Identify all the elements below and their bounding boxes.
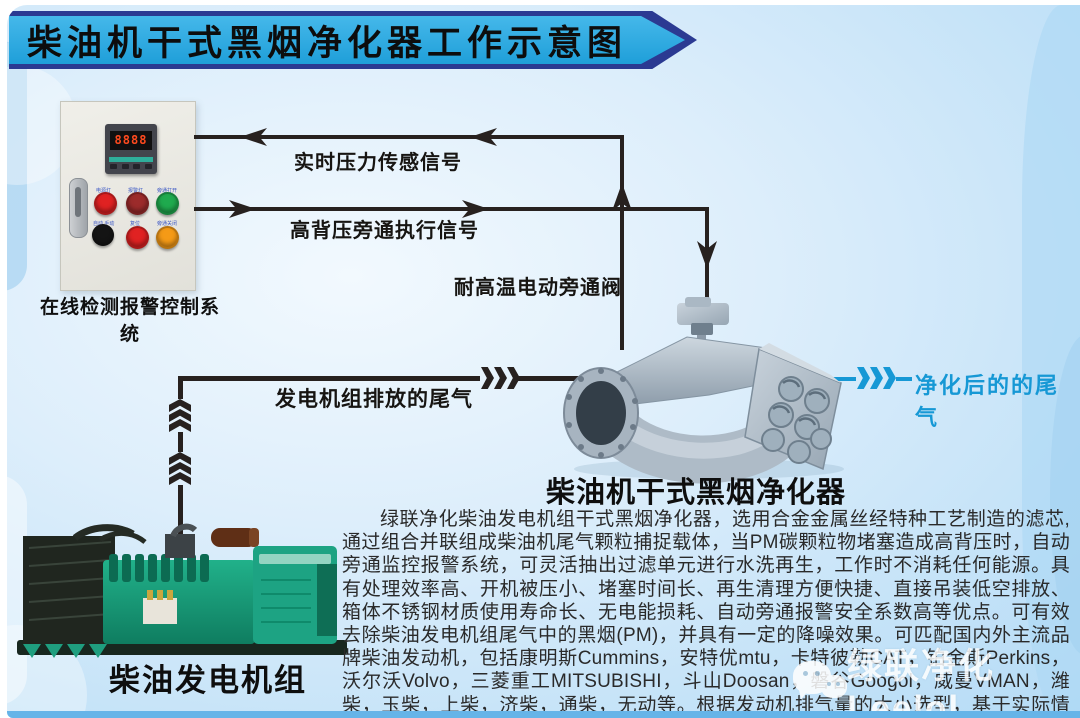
button-label: 复位	[130, 221, 141, 227]
panel-handle	[69, 178, 88, 238]
bypass-exec-wire	[194, 207, 709, 211]
pressure-signal-wire	[194, 135, 624, 139]
exhaust-pipe-horizontal	[178, 376, 480, 381]
chevron-up-icon	[169, 419, 191, 432]
clean-exhaust-line	[896, 377, 912, 381]
control-panel: 8888 电源灯 报警灯 旁通打开 自动 手动 复位 旁通关闭	[60, 101, 196, 291]
page-title: 柴油机干式黑烟净化器工作示意图	[26, 23, 627, 63]
chevron-right-icon	[494, 367, 507, 389]
generator-illustration	[17, 523, 347, 658]
chevron-up-icon	[169, 472, 191, 485]
poster-stage: 柴油机干式黑烟净化器工作示意图 8888 电源灯 报警灯 旁通打开 自动 手动 …	[7, 5, 1080, 718]
alarm-light-button	[126, 192, 149, 215]
chevron-right-icon	[857, 367, 870, 389]
control-panel-caption: 在线检测报警控制系统	[39, 297, 220, 345]
exhaust-pipe-horizontal	[515, 376, 599, 381]
exhaust-in-label: 发电机组排放的尾气	[275, 388, 473, 411]
purifier-illustration	[563, 297, 844, 484]
title-banner: 柴油机干式黑烟净化器工作示意图	[9, 11, 697, 69]
bypass-close-button	[156, 226, 179, 249]
pressure-display: 8888	[105, 124, 157, 174]
pressure-signal-label: 实时压力传感信号	[294, 152, 462, 174]
generator-caption: 柴油发电机组	[109, 663, 307, 698]
chevron-right-icon	[481, 367, 494, 389]
watermark-text: 绿联净化Leelol	[846, 647, 995, 718]
exhaust-pipe-vertical	[178, 376, 183, 399]
purifier-caption: 柴油机干式黑烟净化器	[545, 477, 846, 509]
power-light-button	[94, 192, 117, 215]
description-paragraph: 绿联净化柴油发电机组干式黑烟净化器，选用合金金属丝经特种工艺制造的滤芯,通过组合…	[342, 509, 1070, 718]
title-banner-fill: 柴油机干式黑烟净化器工作示意图	[9, 16, 685, 64]
bypass-valve-label: 耐高温电动旁通阀	[454, 277, 622, 299]
exhaust-out-label: 净化后的的尾气	[915, 373, 1060, 430]
wechat-logo-icon	[793, 659, 847, 709]
chevron-up-icon	[169, 399, 191, 412]
chevron-up-icon	[169, 409, 191, 422]
chevron-right-icon	[883, 367, 896, 389]
reset-button	[126, 226, 149, 249]
chevron-up-icon	[169, 452, 191, 465]
button-label: 电源灯	[96, 188, 112, 194]
bottom-border	[7, 711, 1080, 718]
display-stripe	[109, 157, 153, 162]
bypass-exec-label: 高背压旁通执行信号	[290, 220, 479, 242]
button-label: 报警灯	[128, 188, 144, 194]
display-keys	[110, 164, 152, 169]
sensor-riser-wire	[620, 135, 624, 350]
button-label: 旁通关闭	[157, 221, 178, 227]
watermark: 绿联净化Leelol	[793, 638, 1080, 718]
auto-manual-knob	[92, 224, 114, 246]
button-label: 旁通打开	[157, 188, 178, 194]
chevron-right-icon	[870, 367, 883, 389]
left-edge-decoration	[7, 41, 27, 291]
chevron-up-icon	[169, 462, 191, 475]
display-readout: 8888	[110, 131, 152, 150]
bypass-open-button	[156, 192, 179, 215]
chevron-right-icon	[507, 367, 520, 389]
exhaust-pipe-vertical	[178, 432, 183, 452]
